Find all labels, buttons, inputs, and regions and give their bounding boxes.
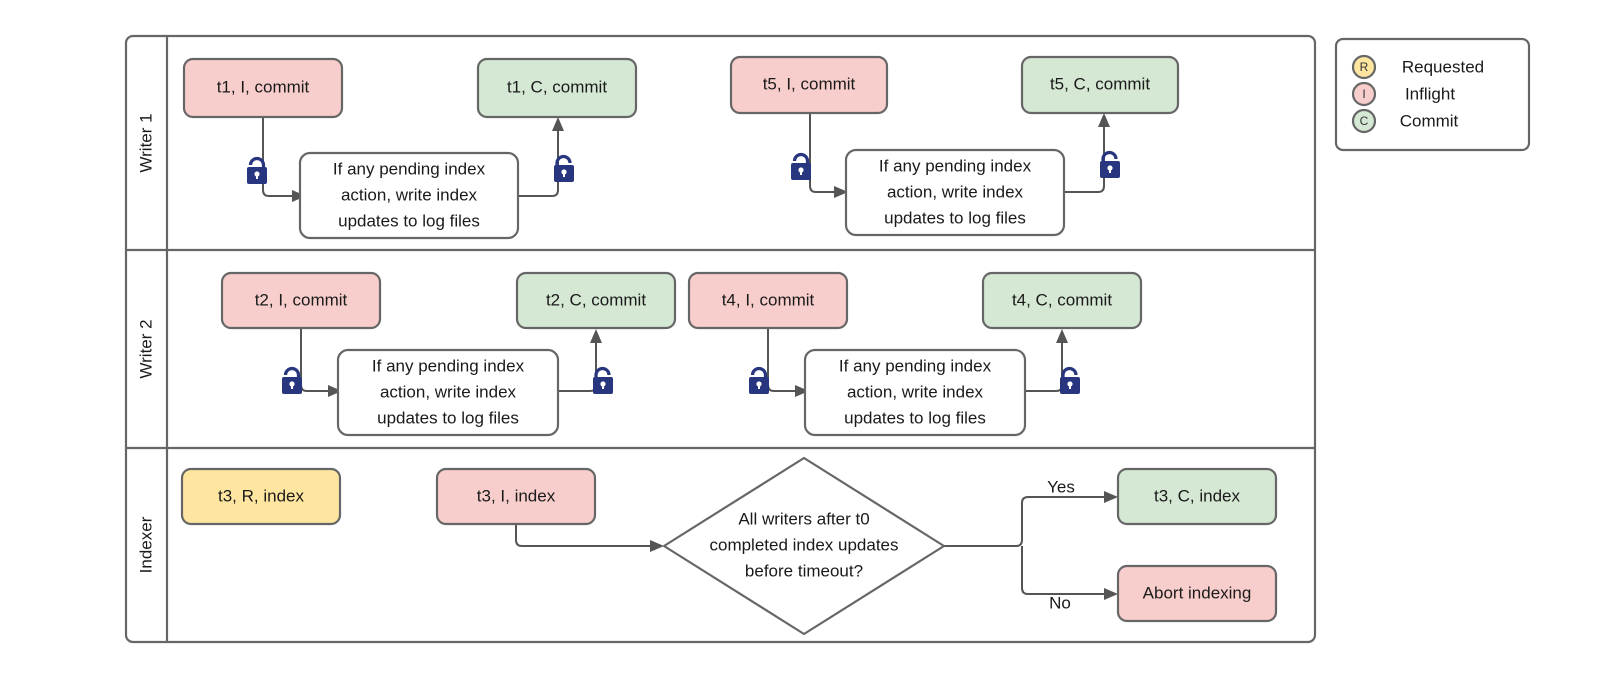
legend-glyph-commit: C xyxy=(1360,114,1369,128)
lock-open-icon xyxy=(1060,366,1080,394)
edge-w1-process-to-t5-commit xyxy=(1064,113,1110,193)
node-ix-abort-label: Abort indexing xyxy=(1143,583,1252,602)
node-w2-t2-inflight-label: t2, I, commit xyxy=(255,290,348,309)
node-w2-process-left[interactable]: If any pending index action, write index… xyxy=(336,348,560,437)
node-w2-process-right[interactable]: If any pending index action, write index… xyxy=(803,348,1027,437)
lane-label-writer-1-text: Writer 1 xyxy=(136,113,155,172)
node-w1-t5-inflight-label: t5, I, commit xyxy=(763,74,856,93)
node-ix-t3-requested[interactable]: t3, R, index xyxy=(180,467,342,526)
node-w1-process-left-line3: updates to log files xyxy=(338,211,480,230)
edge-ix-decision-to-no xyxy=(1021,546,1118,600)
node-ix-t3-inflight[interactable]: t3, I, index xyxy=(435,467,597,526)
node-ix-decision-line2: completed index updates xyxy=(709,535,898,554)
node-w1-process-right[interactable]: If any pending index action, write index… xyxy=(844,148,1066,237)
node-w2-process-right-line1: If any pending index xyxy=(839,356,992,375)
node-w2-t2-commit-label: t2, C, commit xyxy=(546,290,646,309)
edge-ix-inflight-to-decision xyxy=(515,523,664,552)
node-w2-process-left-line2: action, write index xyxy=(380,382,517,401)
node-w1-process-right-line2: action, write index xyxy=(887,182,1024,201)
node-w1-t1-inflight-label: t1, I, commit xyxy=(217,77,310,96)
edge-ix-decision-to-yes xyxy=(944,491,1118,547)
lock-closed-icon xyxy=(791,152,811,180)
legend-glyph-inflight: I xyxy=(1362,87,1365,101)
node-w2-t4-inflight[interactable]: t4, I, commit xyxy=(687,271,849,330)
legend-glyph-requested: R xyxy=(1360,60,1369,74)
lane-label-indexer: Indexer xyxy=(136,516,155,573)
pool-frame xyxy=(124,34,1317,644)
node-w2-t2-commit[interactable]: t2, C, commit xyxy=(515,271,677,330)
node-w2-process-left-line3: updates to log files xyxy=(377,408,519,427)
node-ix-t3-commit[interactable]: t3, C, index xyxy=(1116,467,1278,526)
legend-panel: R Requested I Inflight C Commit xyxy=(1334,37,1531,152)
node-w2-process-left-line1: If any pending index xyxy=(372,356,525,375)
node-ix-decision-line3: before timeout? xyxy=(745,561,863,580)
node-w1-t1-inflight[interactable]: t1, I, commit xyxy=(182,57,344,119)
lock-closed-icon xyxy=(247,156,267,184)
node-w1-t1-commit[interactable]: t1, C, commit xyxy=(476,57,638,119)
lane-label-indexer-text: Indexer xyxy=(136,516,155,573)
lane-label-writer-2-text: Writer 2 xyxy=(136,319,155,378)
node-w1-process-right-line3: updates to log files xyxy=(884,208,1026,227)
lock-closed-icon xyxy=(282,366,302,394)
node-w2-t4-inflight-label: t4, I, commit xyxy=(722,290,815,309)
node-w1-t5-commit[interactable]: t5, C, commit xyxy=(1020,55,1180,115)
node-ix-t3-inflight-label: t3, I, index xyxy=(477,486,556,505)
node-w2-process-right-line3: updates to log files xyxy=(844,408,986,427)
node-w1-t5-commit-label: t5, C, commit xyxy=(1050,74,1150,93)
edge-w2-t2-inflight-to-process xyxy=(300,328,342,397)
node-w2-t4-commit-label: t4, C, commit xyxy=(1012,290,1112,309)
node-ix-t3-commit-label: t3, C, index xyxy=(1154,486,1240,505)
node-ix-decision-line1: All writers after t0 xyxy=(738,509,869,528)
edge-w1-process-to-t1-commit xyxy=(518,117,564,197)
lock-open-icon xyxy=(593,366,613,394)
edge-w2-t4-inflight-to-process xyxy=(767,328,809,397)
node-w1-process-left-line2: action, write index xyxy=(341,185,478,204)
legend-label-requested: Requested xyxy=(1402,57,1484,76)
edge-label-no: No xyxy=(1049,593,1071,612)
node-w1-t5-inflight[interactable]: t5, I, commit xyxy=(729,55,889,115)
edge-w1-t5-inflight-to-process xyxy=(809,113,848,198)
legend-label-commit: Commit xyxy=(1400,111,1459,130)
lock-closed-icon xyxy=(749,366,769,394)
legend-item-commit: C Commit xyxy=(1351,108,1459,134)
node-ix-decision[interactable]: All writers after t0 completed index upd… xyxy=(662,456,946,636)
node-w1-process-left[interactable]: If any pending index action, write index… xyxy=(298,151,520,240)
node-w1-t1-commit-label: t1, C, commit xyxy=(507,77,607,96)
lock-open-icon xyxy=(1100,150,1120,178)
node-w1-process-right-line1: If any pending index xyxy=(879,156,1032,175)
node-w2-t2-inflight[interactable]: t2, I, commit xyxy=(220,271,382,330)
legend-label-inflight: Inflight xyxy=(1405,84,1455,103)
lock-open-icon xyxy=(554,154,574,182)
node-w1-process-left-line1: If any pending index xyxy=(333,159,486,178)
node-w2-t4-commit[interactable]: t4, C, commit xyxy=(981,271,1143,330)
node-ix-abort[interactable]: Abort indexing xyxy=(1116,564,1278,623)
edge-label-yes: Yes xyxy=(1047,477,1075,496)
lane-label-writer-2: Writer 2 xyxy=(136,319,155,378)
node-ix-t3-requested-label: t3, R, index xyxy=(218,486,304,505)
legend-item-inflight: I Inflight xyxy=(1351,81,1455,107)
legend-item-requested: R Requested xyxy=(1351,54,1484,80)
lane-label-writer-1: Writer 1 xyxy=(136,113,155,172)
node-w2-process-right-line2: action, write index xyxy=(847,382,984,401)
